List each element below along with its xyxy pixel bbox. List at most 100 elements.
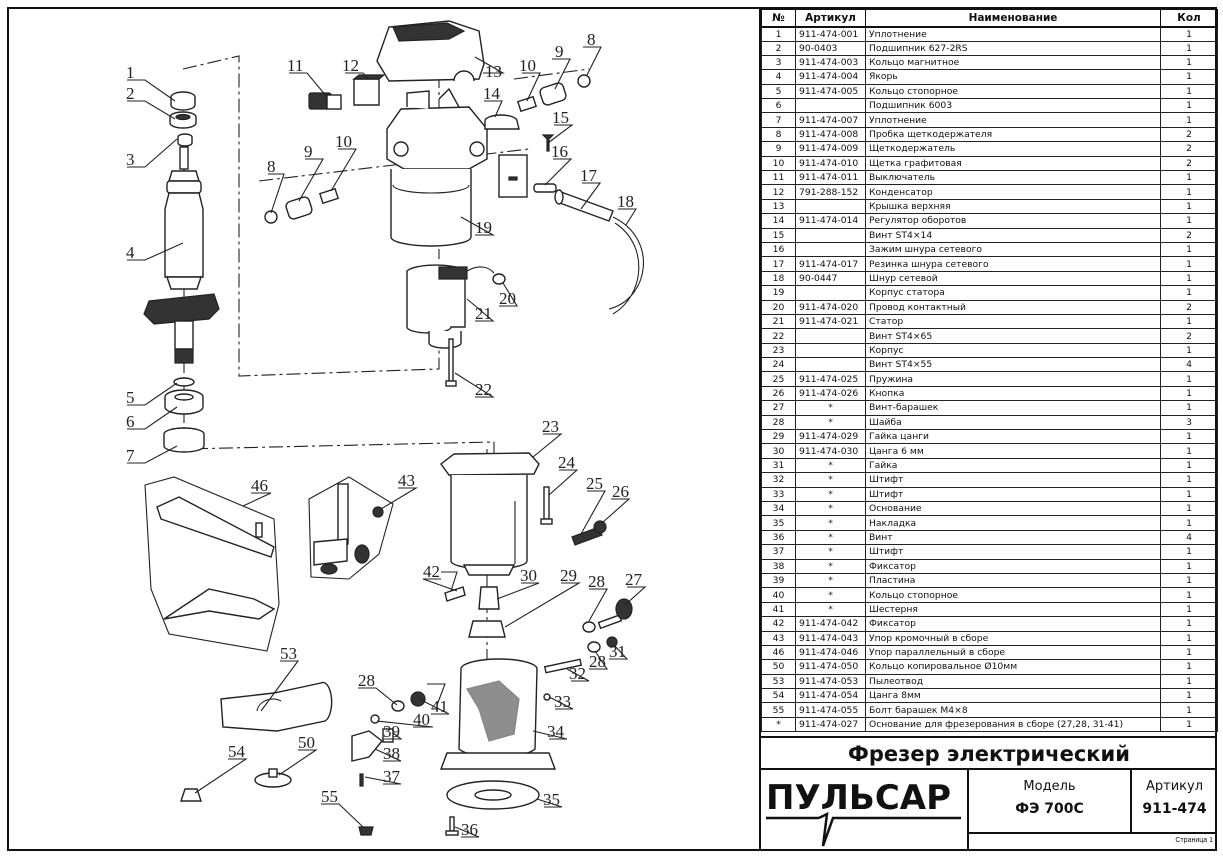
cell-qty: 1 (1160, 213, 1218, 229)
part-seal-7 (163, 427, 205, 453)
cell-name: Винт ST4×55 (865, 357, 1161, 373)
cell-qty: 1 (1160, 486, 1218, 503)
callout-32: 32 (569, 664, 586, 683)
part-cord-boot-17 (554, 189, 614, 222)
part-housing-23 (440, 452, 540, 576)
cell-article: 911-474-026 (795, 385, 866, 402)
cell-article: 911-474-050 (795, 659, 866, 675)
cell-name: Винт ST4×14 (865, 227, 1161, 243)
cell-no: 34 (761, 500, 796, 517)
callout-20: 20 (499, 289, 516, 308)
cell-name: Основание (865, 500, 1161, 517)
cell-article: 911-474-009 (795, 141, 866, 157)
cell-article: * (795, 601, 866, 618)
cell-article (795, 227, 866, 243)
cell-no: 26 (761, 385, 796, 402)
cell-qty: 1 (1160, 572, 1218, 589)
cell-article: 911-474-003 (795, 54, 866, 71)
callout-38: 38 (383, 744, 400, 763)
cell-no: 7 (761, 112, 796, 128)
brand-logo-lightning-icon (766, 811, 961, 847)
part-retaining-ring-40 (370, 714, 380, 724)
cell-qty: 1 (1160, 40, 1218, 56)
cell-qty: 1 (1160, 630, 1218, 646)
callout-18: 18 (617, 192, 634, 211)
cell-qty: 2 (1160, 126, 1218, 143)
callout-30: 30 (520, 566, 537, 585)
cell-qty: 1 (1160, 616, 1218, 632)
cell-article: 911-474-030 (795, 443, 866, 459)
cell-name: Винт-барашек (865, 400, 1161, 416)
cell-article: * (795, 544, 866, 560)
cell-qty: 1 (1160, 112, 1218, 128)
cell-qty: 1 (1160, 198, 1218, 215)
model-label: Модель (1023, 779, 1076, 794)
part-collet-nut-29 (468, 620, 506, 638)
cell-article: 911-474-005 (795, 83, 866, 100)
cell-article: * (795, 587, 866, 603)
callout-29: 29 (560, 566, 577, 585)
cell-name: Фиксатор (865, 558, 1161, 574)
cell-name: Уплотнение (865, 112, 1161, 128)
cell-qty: 1 (1160, 371, 1218, 387)
article-label: Артикул (1145, 779, 1204, 794)
part-latch-42 (444, 586, 466, 602)
cell-article: * (795, 558, 866, 574)
cell-article: 791-288-152 (795, 184, 866, 200)
cell-qty: 1 (1160, 69, 1218, 85)
cell-article (795, 328, 866, 344)
cell-qty: 1 (1160, 429, 1218, 445)
callout-22: 22 (475, 380, 492, 399)
cell-name: Гайка (865, 457, 1161, 474)
callout-23: 23 (542, 417, 559, 436)
callout-7: 7 (126, 446, 135, 465)
cell-no: 40 (761, 587, 796, 603)
callout-3: 3 (126, 150, 135, 169)
cell-name: Основание для фрезерования в сборе (27,2… (865, 716, 1161, 733)
cell-no: 10 (761, 155, 796, 172)
cell-no: 46 (761, 644, 796, 661)
cell-no: 31 (761, 457, 796, 474)
cell-name: Пластина (865, 572, 1161, 589)
cell-name: Выключатель (865, 170, 1161, 186)
cell-no: 39 (761, 572, 796, 589)
cell-name: Кольцо копировальное Ø10мм (865, 659, 1161, 675)
cell-qty: 4 (1160, 529, 1218, 546)
callout-25: 25 (586, 474, 603, 493)
callout-13: 13 (485, 62, 502, 81)
part-collet-30 (478, 586, 500, 610)
cell-qty: 1 (1160, 285, 1218, 301)
cell-article: * (795, 414, 866, 431)
callout-4: 4 (126, 243, 135, 262)
header-article: Артикул (795, 9, 866, 28)
callout-10-right: 10 (519, 56, 536, 75)
cell-article: * (795, 572, 866, 589)
part-bearing-2 (169, 111, 197, 129)
cell-name: Провод контактный (865, 299, 1161, 315)
header-name: Наименование (865, 9, 1161, 28)
part-button-26 (593, 520, 607, 534)
callout-28-a: 28 (588, 572, 605, 591)
cell-qty: 1 (1160, 342, 1218, 359)
part-cord-clamp-16 (533, 183, 557, 193)
part-top-cover-13 (376, 20, 485, 82)
callout-12: 12 (342, 56, 359, 75)
cell-no: 27 (761, 400, 796, 416)
cell-no: 14 (761, 213, 796, 229)
cell-name: Шнур сетевой (865, 270, 1161, 287)
cell-qty: 1 (1160, 170, 1218, 186)
cell-no: 8 (761, 126, 796, 143)
callout-19: 19 (475, 218, 492, 237)
cell-no: 11 (761, 170, 796, 186)
